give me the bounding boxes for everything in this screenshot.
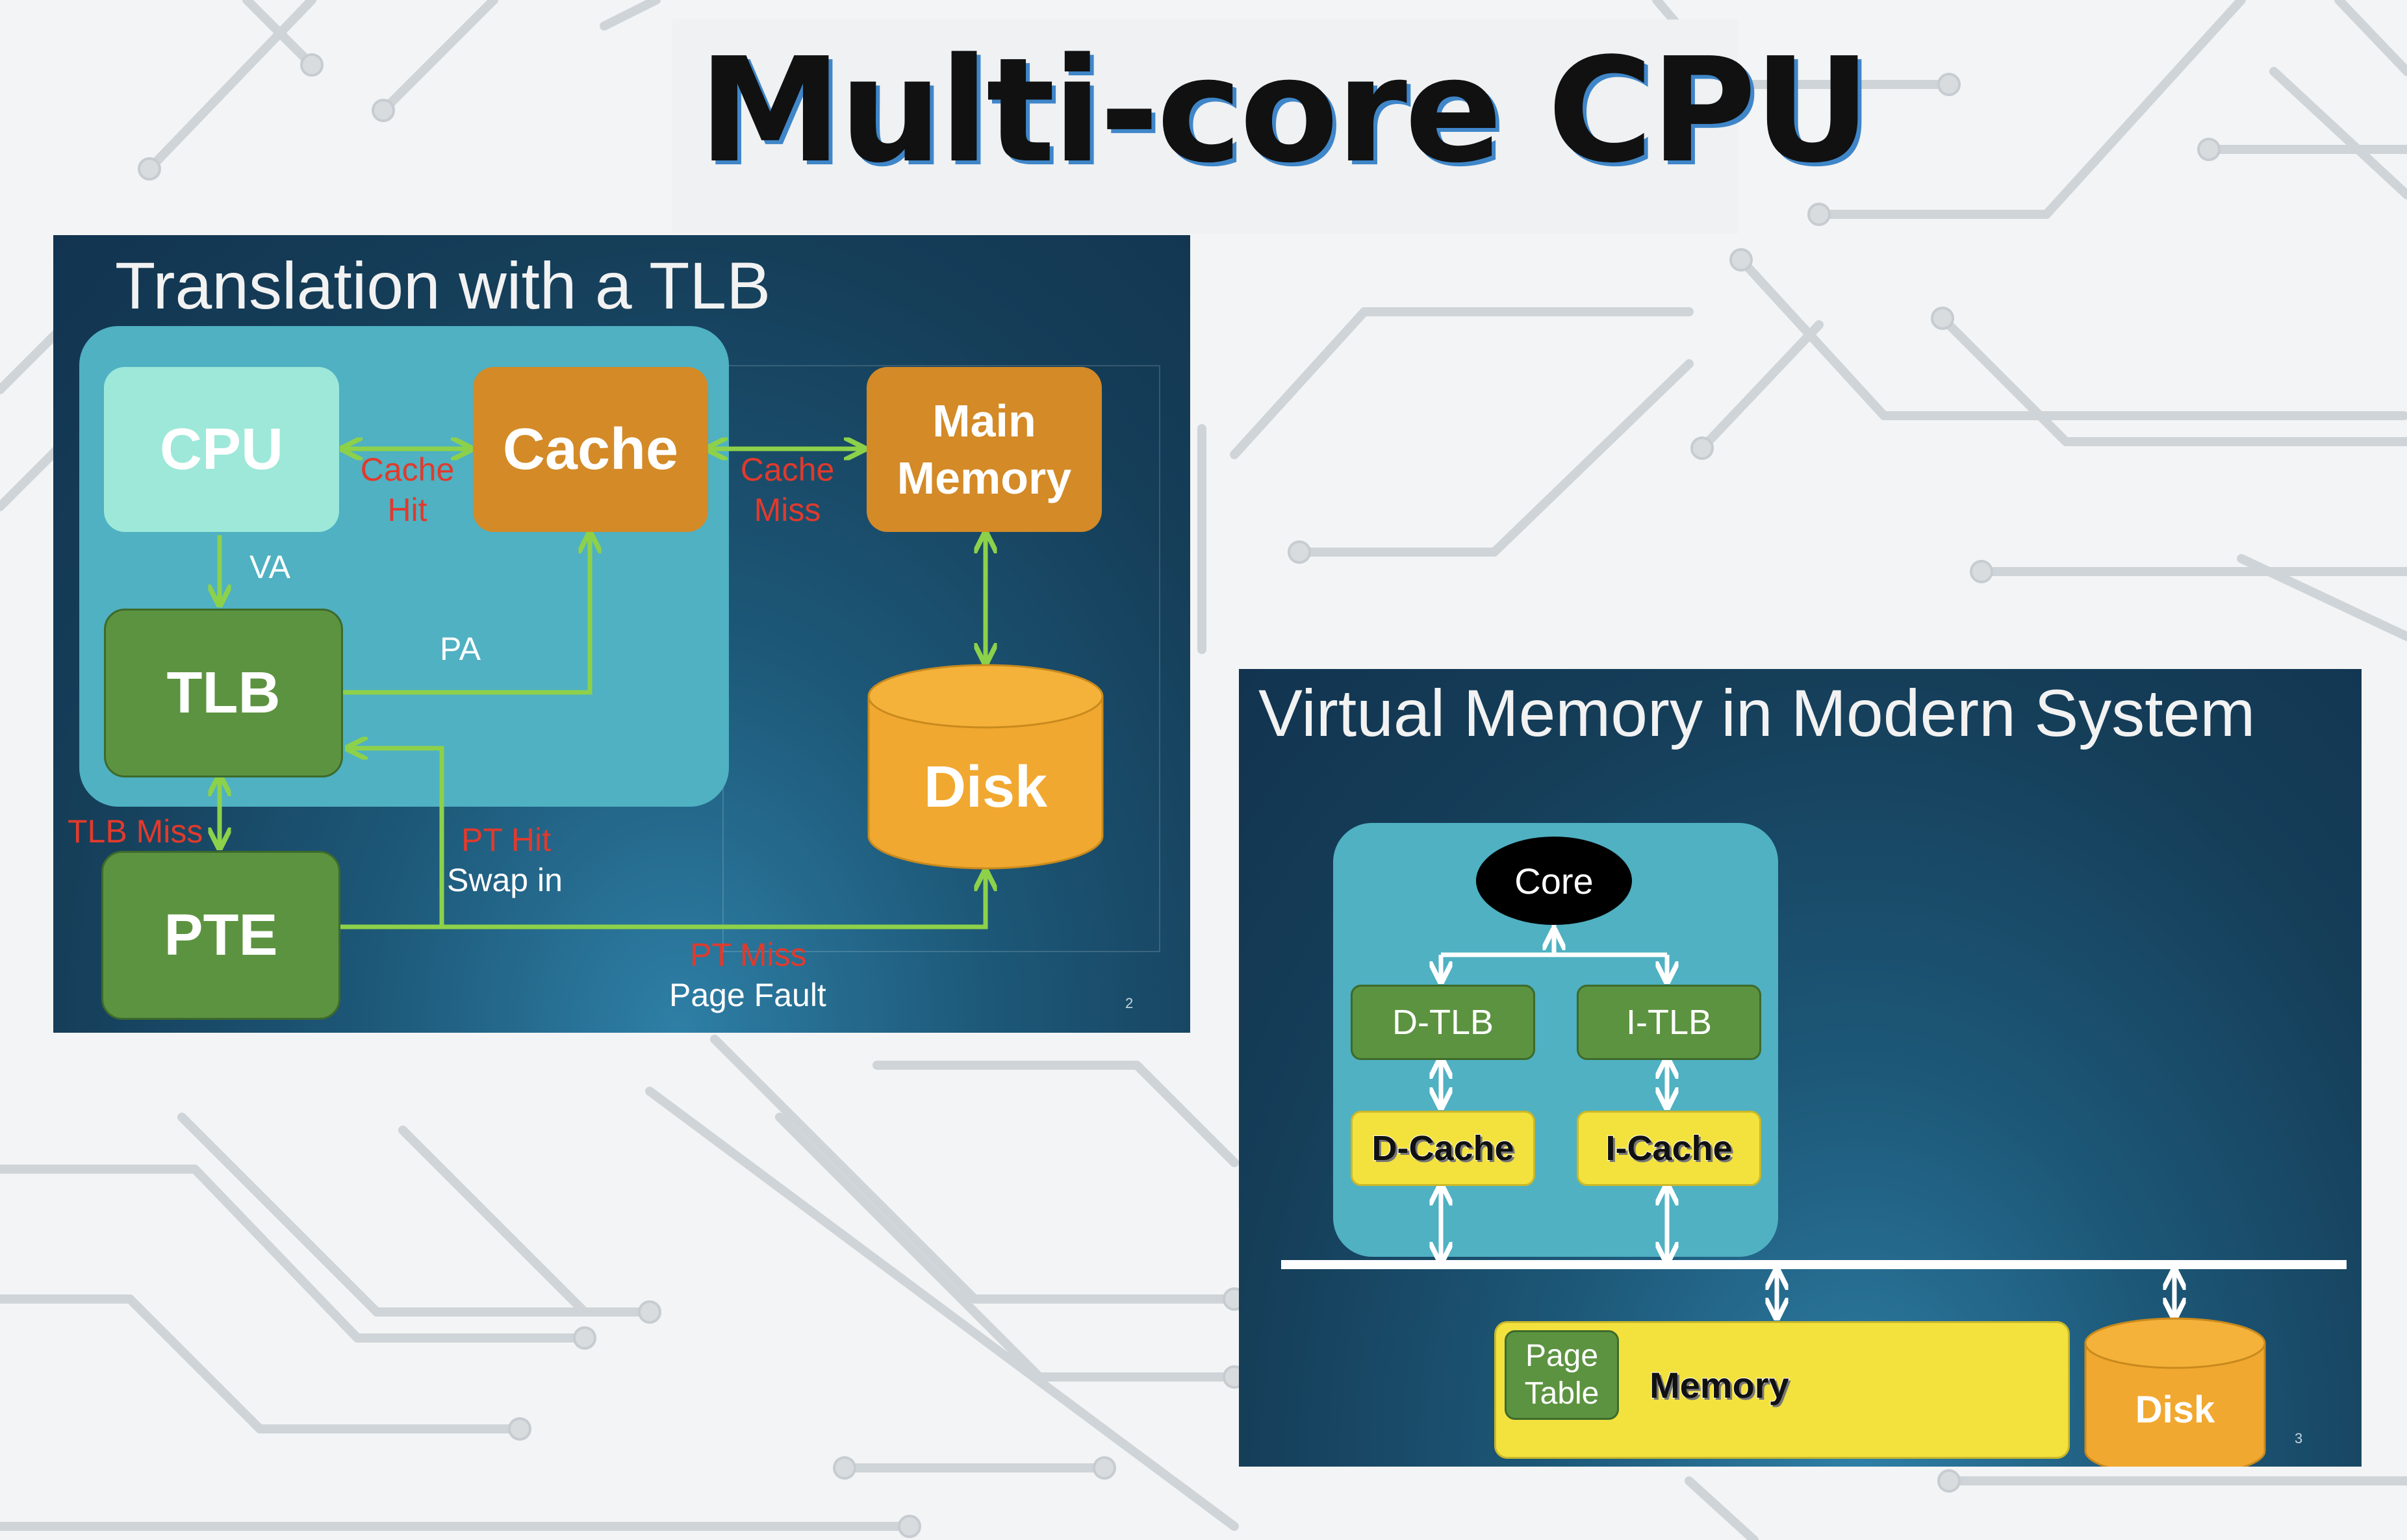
page-table-node: Page Table <box>1505 1330 1619 1420</box>
swap-in-arrow <box>350 748 444 927</box>
pt-miss-label: PT Miss <box>690 937 807 973</box>
swap-in-label: Swap in <box>447 862 563 898</box>
tlb-translation-slide: Translation with a TLB CPU Cache Main Me… <box>53 235 1190 1033</box>
tlb-miss-label: TLB Miss <box>68 813 203 850</box>
main-memory-node: Main Memory <box>867 367 1102 532</box>
core-label: Core <box>1514 860 1594 902</box>
page-table-label-line1: Page <box>1525 1339 1599 1373</box>
disk-cylinder <box>867 664 1104 870</box>
i-tlb-node: I-TLB <box>1577 985 1761 1060</box>
pa-label: PA <box>440 631 481 667</box>
memory-label: Memory <box>1649 1364 1790 1406</box>
slide-number: 2 <box>1125 995 1134 1011</box>
d-tlb-label: D-TLB <box>1392 1003 1494 1042</box>
title-banner <box>672 19 1738 234</box>
tlb-node: TLB <box>104 609 343 777</box>
core-node: Core <box>1476 837 1632 925</box>
page-fault-label: Page Fault <box>669 977 826 1013</box>
slide-title: Virtual Memory in Modern System <box>1258 676 2256 750</box>
i-cache-label: I-Cache <box>1605 1128 1733 1168</box>
cpu-node: CPU <box>104 367 339 532</box>
tlb-cache-arrow <box>340 535 590 695</box>
i-tlb-label: I-TLB <box>1625 1003 1713 1042</box>
pte-node: PTE <box>101 851 340 1020</box>
slide-number: 3 <box>2295 1430 2303 1446</box>
d-tlb-node: D-TLB <box>1351 985 1535 1060</box>
tlb-arrows <box>53 235 1190 929</box>
slide-title: Translation with a TLB <box>115 249 771 323</box>
va-label: VA <box>249 549 290 585</box>
cache-node: Cache <box>473 367 708 532</box>
d-cache-node: D-Cache <box>1351 1111 1535 1186</box>
pte-disk-arrow <box>340 873 986 929</box>
pt-hit-label: PT Hit <box>461 822 551 858</box>
main-memory-label-line1: Main <box>932 396 1036 446</box>
disk-label: Disk <box>2135 1388 2215 1431</box>
vm-arrows <box>1281 924 2347 1467</box>
i-cache-node: I-Cache <box>1577 1111 1761 1186</box>
page-title: Multi-core CPU <box>698 27 1871 195</box>
main-memory-label-line2: Memory <box>897 453 1072 503</box>
disk-label: Disk <box>923 754 1048 820</box>
cache-label: Cache <box>502 416 679 482</box>
virtual-memory-slide: Virtual Memory in Modern System Core <box>1239 669 2362 1467</box>
cache-hit-label: Cache Hit <box>360 451 455 528</box>
tlb-label: TLB <box>166 660 281 726</box>
cache-miss-label: Cache Miss <box>740 451 835 528</box>
cpu-label: CPU <box>159 416 284 482</box>
disk-cylinder <box>2084 1317 2266 1467</box>
page-table-label-line2: Table <box>1524 1376 1599 1411</box>
d-cache-label: D-Cache <box>1371 1128 1514 1168</box>
pte-label: PTE <box>164 902 278 968</box>
